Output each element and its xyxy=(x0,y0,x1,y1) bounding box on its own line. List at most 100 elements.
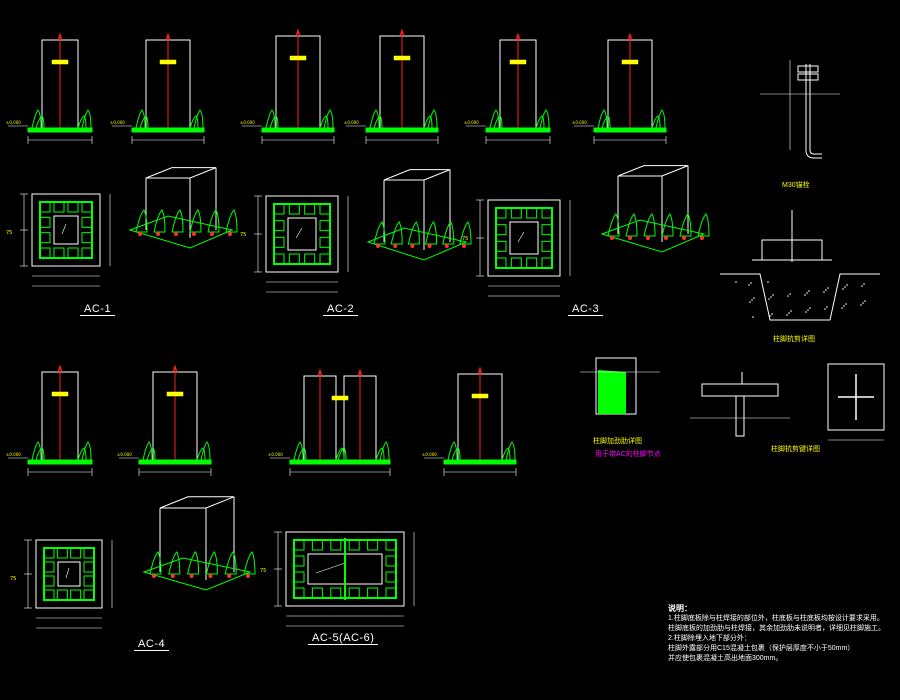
base-plate-elevation xyxy=(485,127,551,133)
bolt-pocket xyxy=(293,555,305,567)
column-mark-text xyxy=(289,55,307,61)
label-ac5: AC-5(AC-6) xyxy=(308,632,379,645)
label-ac1: AC-1 xyxy=(80,303,116,316)
concrete-hatch xyxy=(735,281,737,283)
level-mark: ±0.000 xyxy=(6,120,21,125)
level-mark: ±0.000 xyxy=(344,120,359,125)
concrete-hatch xyxy=(825,289,827,291)
column-axis-marker xyxy=(172,364,178,373)
caption-stiffener: 柱脚加劲肋详图 xyxy=(593,438,642,445)
iso-stiffener xyxy=(607,213,620,237)
bolt-pocket xyxy=(70,589,82,601)
column-axis-marker xyxy=(399,28,405,37)
column-axis-marker xyxy=(57,32,63,41)
iso-stiffener xyxy=(135,209,148,233)
bolt-pocket xyxy=(541,240,553,252)
caption-shear-key: 柱脚抗剪键详图 xyxy=(771,446,820,453)
base-plate-outline xyxy=(487,199,561,277)
anchor-bolt-head xyxy=(664,236,668,240)
bolt-pocket xyxy=(53,247,65,259)
concrete-hatch xyxy=(827,287,829,289)
iso-stiffener xyxy=(679,213,692,237)
bolt-pocket xyxy=(330,539,342,551)
bolt-pocket xyxy=(43,589,55,601)
concrete-hatch xyxy=(751,299,753,301)
concrete-hatch xyxy=(788,312,790,314)
bolt-pocket xyxy=(56,589,68,601)
base-plate-outline xyxy=(35,539,103,609)
bolt-pocket xyxy=(348,587,360,599)
bolt-pocket xyxy=(39,201,51,213)
leader-line xyxy=(295,227,303,239)
column-section xyxy=(287,217,317,251)
bolt-pocket xyxy=(495,257,507,269)
iso-stiffener xyxy=(390,221,403,245)
bolt-pocket xyxy=(385,571,397,583)
bolt-pocket xyxy=(311,539,323,551)
bolt-pocket xyxy=(83,561,95,573)
leader-line xyxy=(315,562,346,574)
iso-top-face xyxy=(159,496,235,509)
anchor-bolt-head xyxy=(227,574,232,578)
concrete-hatch xyxy=(804,294,806,296)
foundation-outline xyxy=(720,273,880,321)
base-plate-outline xyxy=(265,195,339,273)
column-axis-marker xyxy=(627,32,633,41)
stiffener-rib xyxy=(297,447,307,461)
bolt-pocket xyxy=(495,207,507,219)
bolt-pocket xyxy=(81,201,93,213)
bolt-pocket xyxy=(319,236,331,248)
bolt-pocket xyxy=(541,257,553,269)
stiffener-rib xyxy=(597,109,608,129)
base-plate-elevation xyxy=(138,459,212,465)
base-plate-outline xyxy=(31,193,101,267)
leader-line xyxy=(61,223,67,235)
anchor-bolt-head xyxy=(646,236,650,240)
stiffener-rib xyxy=(200,441,211,461)
concrete-hatch xyxy=(860,304,862,306)
column-elevations: ±0.000±0.000±0.000±0.000±0.000±0.000±0.0… xyxy=(6,28,667,476)
stiffener-rib xyxy=(35,115,45,129)
bolt-pocket xyxy=(39,232,51,244)
anchor-bolt-hook xyxy=(805,149,822,159)
stiffener-rib xyxy=(193,109,204,129)
level-mark: ±0.000 xyxy=(6,452,21,457)
level-mark: ±0.000 xyxy=(422,452,437,457)
drawing-notes: 说明： 1.柱脚底板除与柱焊接的部位外，柱底板与柱底板均按设计要求采用。 柱脚底… xyxy=(668,604,896,664)
stiffener-rib xyxy=(505,441,516,461)
column-isometrics xyxy=(128,165,710,591)
column-axis-marker xyxy=(357,368,363,377)
column-axis-marker xyxy=(295,28,301,37)
notes-title: 说明： xyxy=(668,604,692,613)
stiffener-rib xyxy=(601,115,611,129)
anchor-bolt-head xyxy=(682,236,686,240)
column-axis-marker xyxy=(515,32,521,41)
anchor-bolt-head xyxy=(152,574,156,578)
anchor-bolt-head xyxy=(210,232,214,236)
stiffener-rib xyxy=(81,441,92,461)
column-mark-text xyxy=(51,391,69,397)
notes-line: 并应使包裹混凝土高出地面300mm。 xyxy=(668,655,783,662)
bolt-pocket xyxy=(53,201,65,213)
bolt-pocket xyxy=(311,587,323,599)
iso-top-face xyxy=(617,165,689,177)
anchor-bolt-head xyxy=(444,244,449,248)
bolt-pocket xyxy=(288,253,300,265)
column-mark-text xyxy=(166,391,184,397)
base-plate-elevation xyxy=(443,459,517,465)
base-plate-elevation xyxy=(27,459,93,465)
bolt-pocket xyxy=(367,587,379,599)
concrete-hatch xyxy=(769,315,771,317)
stiffener-rib xyxy=(139,115,149,129)
column-axis-marker xyxy=(57,364,63,373)
column-section xyxy=(57,561,81,587)
iso-stiffener xyxy=(207,209,220,233)
bolt-pocket xyxy=(83,575,95,587)
base-plate-elevation xyxy=(131,127,205,133)
bolt-pocket xyxy=(273,253,285,265)
stiffener-frame xyxy=(273,203,331,265)
shear-key-web xyxy=(735,395,745,437)
stiffener-rib xyxy=(375,447,385,461)
concrete-hatch xyxy=(787,295,789,297)
